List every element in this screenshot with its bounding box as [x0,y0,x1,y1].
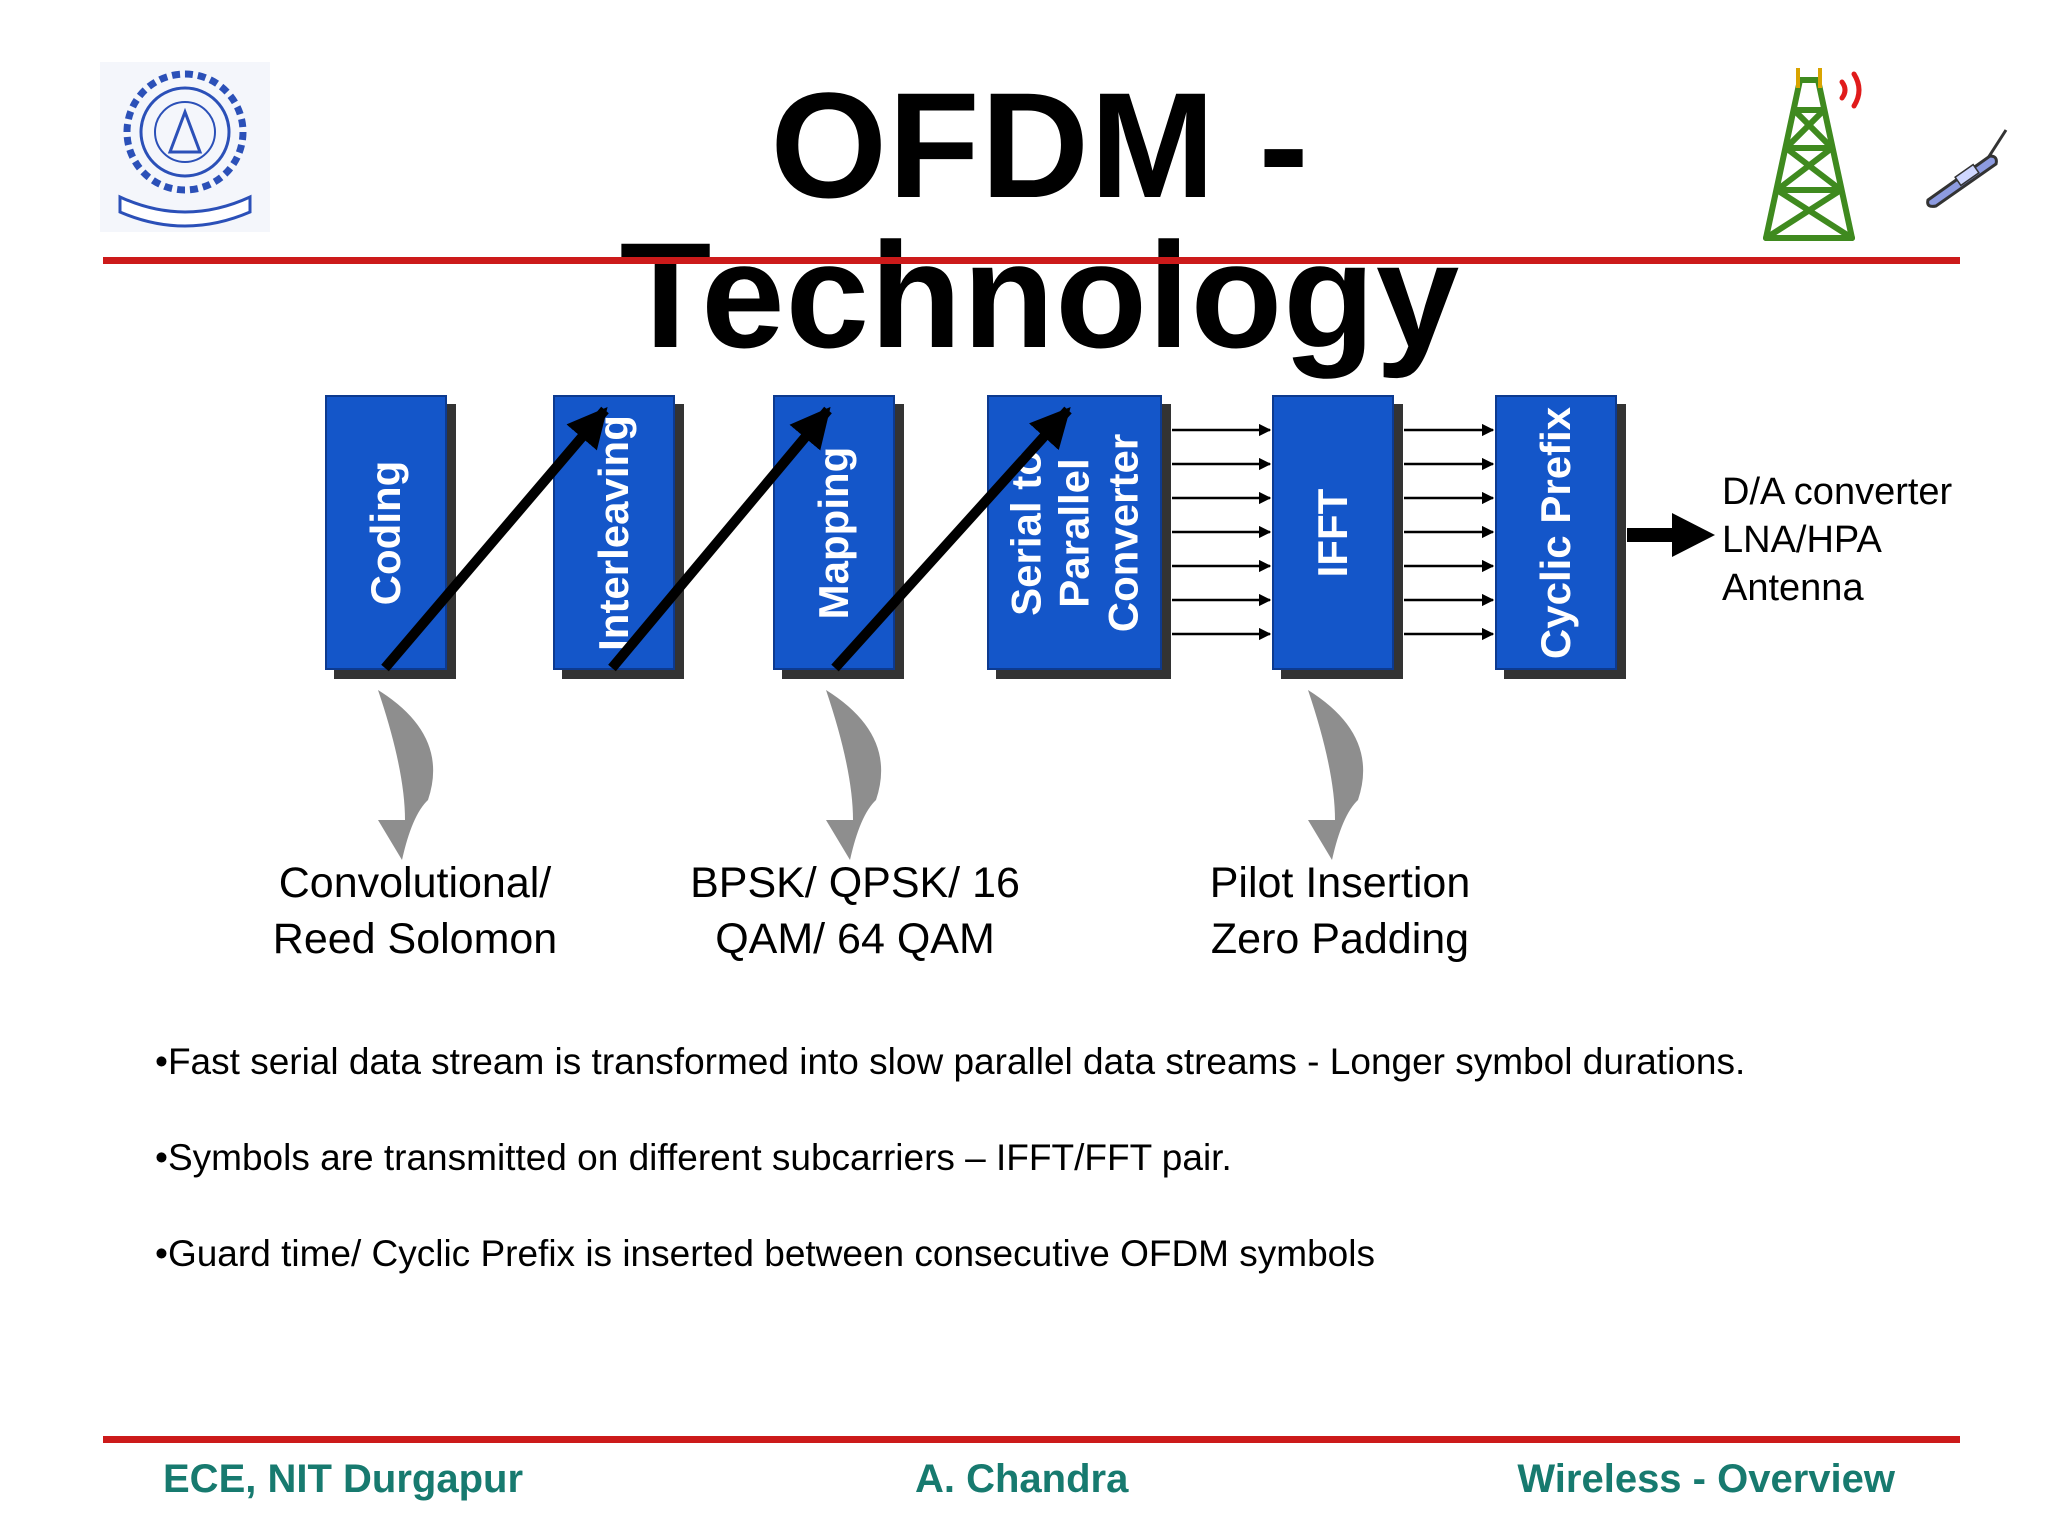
output-labels: D/A converter LNA/HPA Antenna [1722,468,1952,612]
caption-mapping-line-1: BPSK/ QPSK/ 16 [690,859,1020,907]
caption-coding-line-1: Convolutional/ [278,859,552,907]
callout-arrow-ifft [1308,690,1364,860]
caption-coding: Convolutional/ Reed Solomon [250,855,580,967]
ifft-block: IFFT [1272,395,1394,670]
caption-ifft-line-2: Zero Padding [1210,915,1470,963]
footer-right: Wireless - Overview [1517,1457,1895,1501]
diagonal-arrow-1 [381,406,609,672]
output-label-da-converter: D/A converter [1722,471,1953,513]
callout-arrow-mapping [826,690,882,860]
cyclic-prefix-block: Cyclic Prefix [1495,395,1617,670]
header-rule [103,257,1960,264]
bullet-item: •Guard time/ Cyclic Prefix is inserted b… [155,1233,1375,1274]
caption-mapping-line-2: QAM/ 64 QAM [715,915,995,963]
institute-logo [100,62,270,232]
footer-left: ECE, NIT Durgapur [163,1457,524,1501]
parallel-arrows-to-ifft [1172,423,1272,641]
callout-arrows [378,690,1364,860]
output-arrow [1627,513,1715,557]
diagonal-arrow-2 [608,406,832,672]
caption-coding-line-2: Reed Solomon [272,915,558,963]
bullet-item: •Symbols are transmitted on different su… [155,1137,1232,1178]
callout-arrow-coding [378,690,434,860]
diagonal-arrow-3 [831,406,1072,672]
footer-rule [103,1436,1960,1443]
output-label-antenna: Antenna [1722,567,1864,609]
bullet-item: •Fast serial data stream is transformed … [155,1041,1746,1082]
page-title: OFDM - Technology [619,61,1461,379]
caption-ifft: Pilot Insertion Zero Padding [1180,855,1500,967]
footer-center: A. Chandra [915,1457,1129,1501]
serial-to-parallel-block: Serial to Parallel Converter [987,395,1162,670]
caption-ifft-line-1: Pilot Insertion [1209,859,1471,907]
mobile-phone-icon [1918,128,2013,208]
output-label-lna-hpa: LNA/HPA [1722,519,1882,561]
tower-icon [1760,60,1890,245]
parallel-arrows-to-cyclic-prefix [1404,423,1495,641]
caption-mapping: BPSK/ QPSK/ 16 QAM/ 64 QAM [670,855,1040,967]
bullet-list: •Fast serial data stream is transformed … [155,1040,1995,1328]
